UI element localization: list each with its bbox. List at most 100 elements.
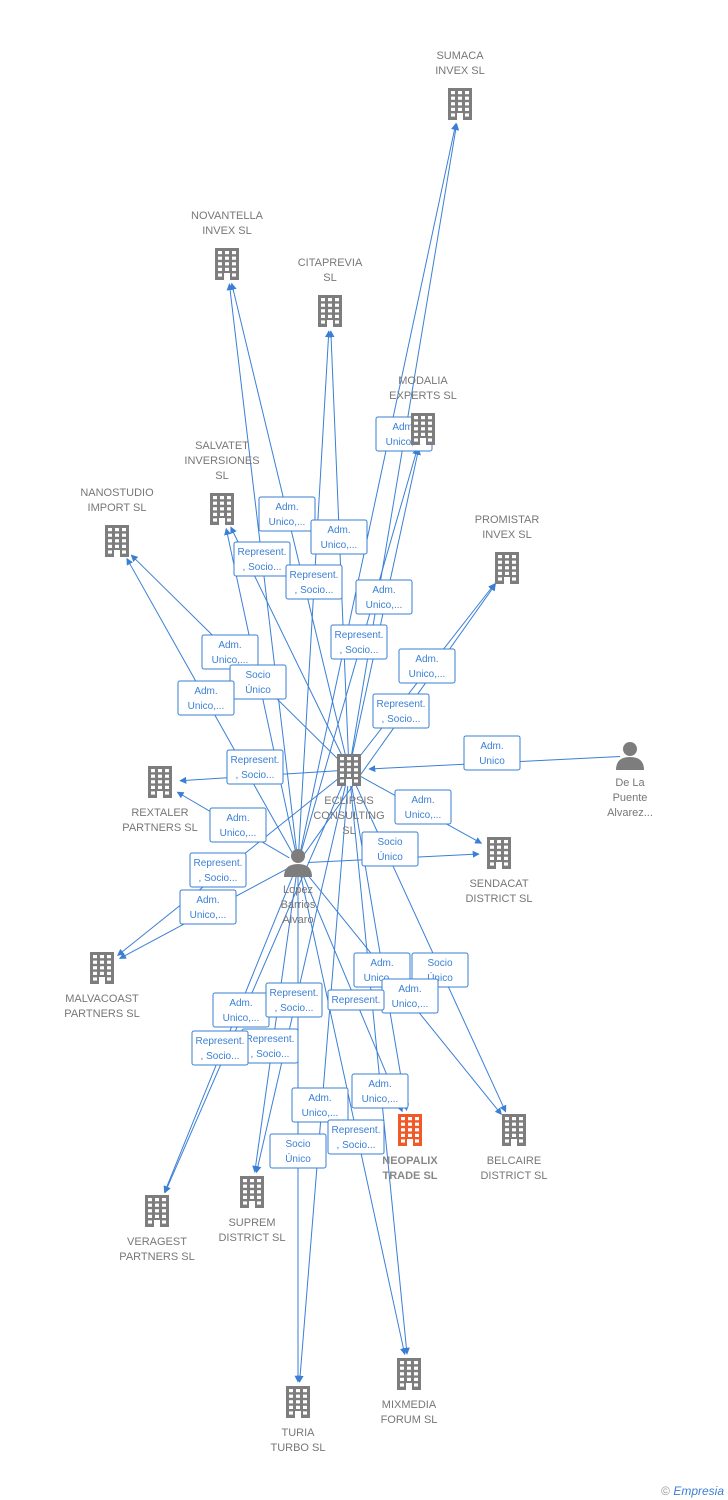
building-window <box>158 769 162 773</box>
edge-label-text: Único <box>377 850 403 863</box>
edge-label[interactable]: Adm.Unico,... <box>177 680 235 716</box>
edge-label[interactable]: Represent., Socio... <box>226 749 284 785</box>
building-window <box>303 1405 307 1409</box>
edge-label-text: Unico,... <box>392 999 429 1010</box>
edge-label[interactable]: Adm.Unico,... <box>209 807 267 843</box>
edge-label[interactable]: Adm.Unico,... <box>355 579 413 615</box>
building-window <box>415 1133 419 1137</box>
edge-label[interactable]: Represent., Socio... <box>265 982 323 1018</box>
edge-label-box <box>351 1073 409 1109</box>
node-label: DISTRICT SL <box>465 893 532 905</box>
edge-label[interactable]: Adm.Unico,... <box>381 978 439 1014</box>
edge-label[interactable]: Adm. Unico,... <box>291 1087 349 1123</box>
edge-label[interactable]: Adm.Unico,... <box>351 1073 409 1109</box>
edge-label[interactable]: Represent., Socio... <box>372 693 430 729</box>
building-window <box>505 1128 509 1132</box>
edge-label[interactable]: Represent., Socio... <box>327 1119 385 1155</box>
edge-label[interactable]: Adm.Unico,... <box>398 648 456 684</box>
building-window <box>227 496 231 500</box>
building-window <box>458 96 462 100</box>
node-label: SUPREM <box>228 1217 275 1229</box>
building-icon <box>397 1358 421 1390</box>
edge-label[interactable]: Represent., Socio... <box>189 852 247 888</box>
edge-label-box <box>327 1119 385 1155</box>
building-window <box>151 769 155 773</box>
edge-label[interactable]: Adm.Unico,... <box>258 496 316 532</box>
edge-label[interactable]: Adm.Unico,... <box>310 519 368 555</box>
building-window <box>504 856 508 860</box>
edge-label[interactable]: Represent. <box>327 989 385 1011</box>
building-window <box>428 432 432 436</box>
building-window <box>400 1372 404 1376</box>
building-window <box>122 544 126 548</box>
building-window <box>414 1383 418 1387</box>
building-window <box>296 1389 300 1393</box>
building-window <box>328 303 332 307</box>
edge-label[interactable]: Represent., Socio... <box>233 541 291 577</box>
building-window <box>232 262 236 266</box>
edge-label-text: Represent. <box>231 755 280 766</box>
node-label: TRADE SL <box>383 1170 438 1182</box>
edge-label[interactable]: Adm.Unico,... <box>201 634 259 670</box>
building-window <box>225 256 229 260</box>
edge-label[interactable]: Represent., Socio... <box>330 624 388 660</box>
edge-label-box <box>372 693 430 729</box>
edge-label-text: Unico,... <box>302 1108 339 1119</box>
building-window <box>93 966 97 970</box>
edge-label[interactable]: Adm.Unico,... <box>212 992 270 1028</box>
edges-layer <box>117 122 621 1383</box>
building-window <box>303 1394 307 1398</box>
edge-label[interactable]: Adm.Unico,... <box>179 889 237 925</box>
node-label: PARTNERS SL <box>64 1008 139 1020</box>
edge-eclipsis-to-veragest <box>164 778 346 1194</box>
edge-label[interactable]: Represent., Socio... <box>191 1030 249 1066</box>
building-window <box>303 1389 307 1393</box>
footer-brand[interactable]: © Empresia <box>661 1484 724 1498</box>
building-window <box>243 1190 247 1194</box>
building-window <box>218 273 222 277</box>
brand-name: Empresia <box>673 1484 724 1498</box>
building-window <box>347 762 351 766</box>
building-window <box>458 107 462 111</box>
building-window <box>347 773 351 777</box>
node-label: MIXMEDIA <box>382 1399 437 1411</box>
building-window <box>257 1201 261 1205</box>
edge-label[interactable]: Represent., Socio... <box>285 564 343 600</box>
edge-label[interactable]: Represent., Socio... <box>241 1028 299 1064</box>
building-window <box>347 757 351 761</box>
building-window <box>421 432 425 436</box>
building-window <box>512 555 516 559</box>
building-window <box>421 416 425 420</box>
node-delapuente[interactable]: De LaPuenteAlvarez... <box>607 742 653 819</box>
building-window <box>165 780 169 784</box>
edge-label-text: Adm. <box>308 1093 331 1104</box>
building-window <box>257 1179 261 1183</box>
building-window <box>504 851 508 855</box>
edge-label[interactable]: Adm.Unico <box>463 735 521 771</box>
node-label: SL <box>342 825 355 837</box>
edge-label[interactable]: Adm.Unico,... <box>394 789 452 825</box>
building-window <box>400 1366 404 1370</box>
